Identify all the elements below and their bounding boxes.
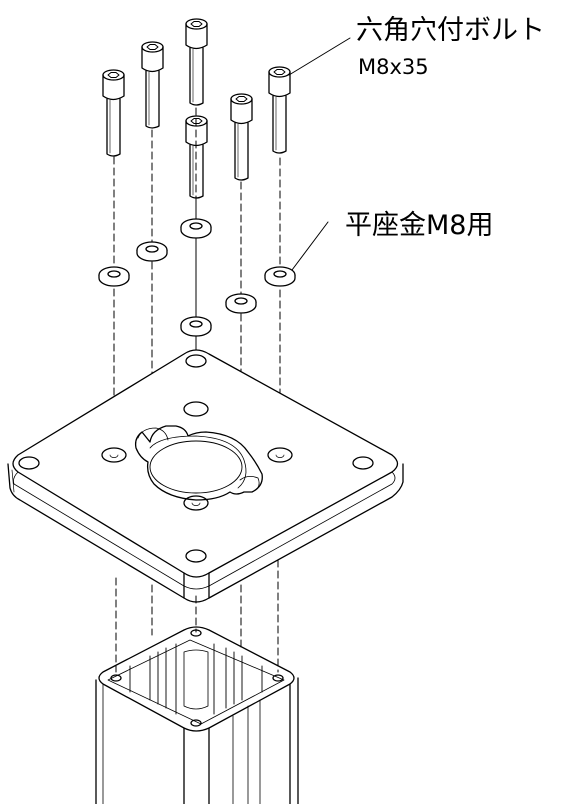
bolt: [230, 93, 253, 181]
bolt: [185, 115, 208, 199]
washer: [180, 218, 212, 239]
washer: [136, 241, 168, 262]
washer: [264, 266, 296, 287]
washer: [180, 316, 212, 337]
bolt-size-label: M8x35: [358, 55, 429, 79]
bolts: [102, 18, 291, 199]
leader-lines: [288, 37, 351, 271]
bolt: [185, 18, 208, 106]
mounting-plate: [7, 349, 404, 603]
extrusion-profile: [95, 626, 299, 804]
washer-label: 平座金M8用: [345, 210, 494, 241]
washer: [225, 293, 257, 314]
bolt: [141, 41, 164, 129]
washers: [98, 218, 296, 337]
washer: [98, 266, 130, 287]
bolt-name-label: 六角穴付ボルト: [356, 15, 545, 46]
bolt: [268, 66, 291, 154]
bolt: [102, 69, 125, 157]
